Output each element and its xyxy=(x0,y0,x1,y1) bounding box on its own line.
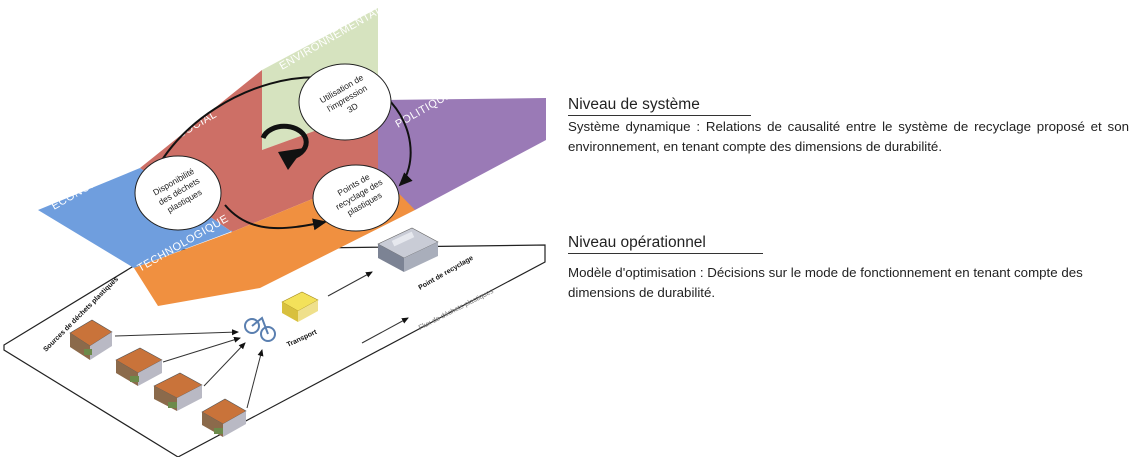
system-level-description: Système dynamique : Relations de causali… xyxy=(568,119,1129,154)
waste-source-building-1 xyxy=(69,319,113,360)
system-level-title: Niveau de système xyxy=(568,96,751,116)
cycle-node-3d-printing: Utilisation de l'impression 3D xyxy=(298,63,392,141)
recycling-facility-icon xyxy=(377,227,439,272)
economic-quadrant xyxy=(38,168,232,268)
transport-to-recycling-arrow xyxy=(327,271,373,297)
causal-loop-bottom-arc xyxy=(224,204,327,231)
truck-icon xyxy=(281,291,319,322)
source-arrow-1 xyxy=(114,329,239,337)
source-arrow-2 xyxy=(162,336,241,363)
operational-level-title: Niveau opérationnel xyxy=(568,234,763,254)
flow-legend-arrow xyxy=(361,317,409,344)
operational-level-description: Modèle d'optimisation : Décisions sur le… xyxy=(568,265,1083,300)
source-arrow-3 xyxy=(203,342,246,387)
waste-source-building-4 xyxy=(201,398,247,437)
source-arrow-4 xyxy=(246,349,264,409)
system-level-panel: Niveau de système Système dynamique : Re… xyxy=(568,96,1129,156)
waste-source-building-3 xyxy=(153,372,203,411)
operational-level-panel: Niveau opérationnel Modèle d'optimisatio… xyxy=(568,234,1129,302)
sustainability-diagram: ENVIRONNEMENTAL SOCIAL POLITIQUE ÉCONOMI… xyxy=(3,4,546,457)
waste-source-building-2 xyxy=(115,347,163,386)
loop-icon-arrowhead xyxy=(278,148,304,170)
cycle-node-waste-availability: Disponibilité des déchets plastiques xyxy=(134,155,222,231)
bicycle-icon xyxy=(244,316,276,342)
cycle-node-recycling-points: Points de recyclage des plastiques xyxy=(312,164,400,232)
political-quadrant xyxy=(378,98,546,210)
svg-text:3D: 3D xyxy=(345,101,359,115)
